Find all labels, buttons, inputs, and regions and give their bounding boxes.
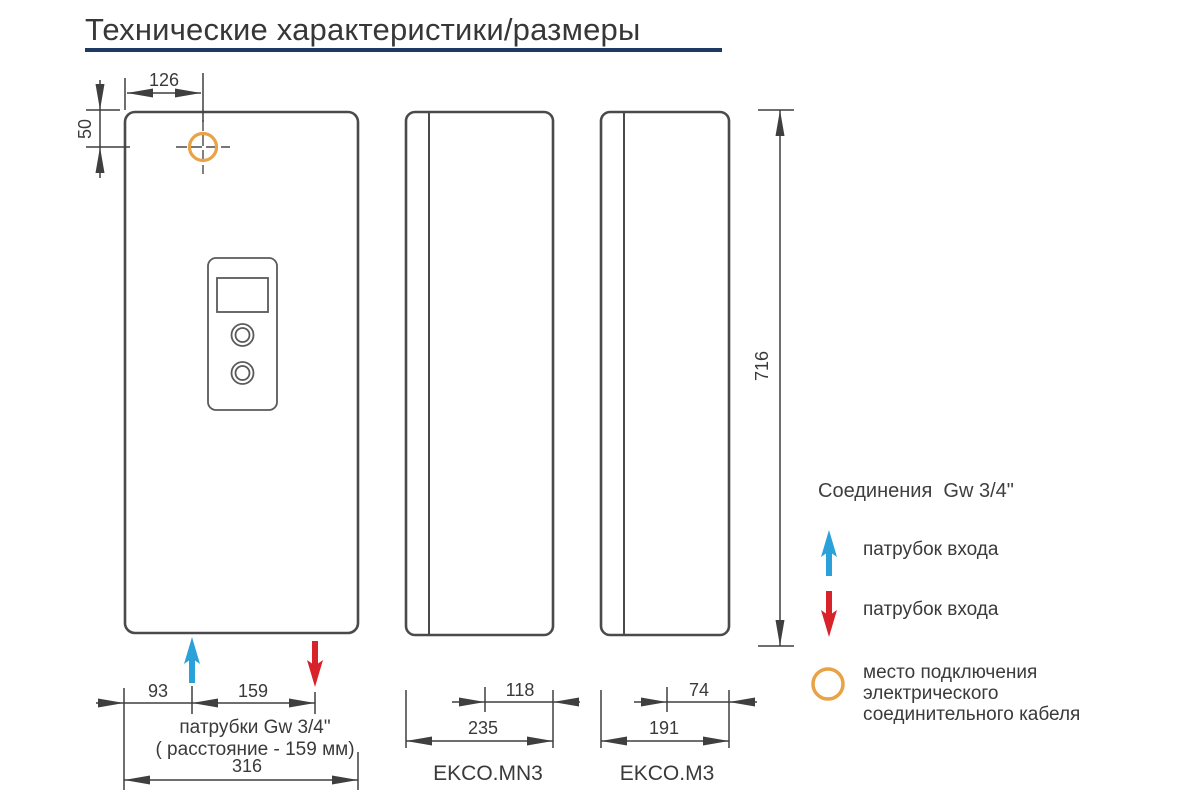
legend-outlet-arrow-icon	[821, 591, 837, 637]
dim-label-mn3-front: 118	[506, 680, 535, 700]
legend-cable-line1: место подключения	[863, 662, 1037, 683]
model-label-mn3: EKCO.MN3	[433, 762, 543, 785]
dim-label-height: 716	[752, 351, 772, 381]
legend-cable-line2: электрического	[863, 683, 998, 704]
side-view-m3: 74 191 EKCO.M3	[599, 110, 757, 785]
height-dimension: 716	[752, 109, 794, 647]
display	[216, 277, 269, 313]
dim-label-width: 316	[232, 756, 262, 776]
page-title: Технические характеристики/размеры	[85, 12, 641, 47]
dim-label-hole-x: 126	[149, 70, 179, 90]
button-lower-inner	[234, 365, 251, 381]
side-view-mn3-body	[404, 110, 555, 637]
dim-label-m3-depth: 191	[649, 718, 679, 738]
legend-outlet-label: патрубок входа	[863, 599, 999, 620]
pipes-note-line2: ( расстояние - 159 мм)	[155, 739, 354, 760]
front-view	[123, 110, 360, 687]
inlet-arrow-icon	[184, 637, 200, 683]
title-underline	[85, 48, 722, 52]
pipes-note-line1: патрубки Gw 3/4"	[179, 717, 330, 738]
dim-label-hole-y: 50	[75, 119, 95, 139]
side-view-m3-body	[599, 110, 731, 637]
legend-cable-circle-icon	[811, 667, 845, 701]
button-upper-inner	[234, 327, 251, 343]
legend-inlet-arrow-icon	[821, 530, 837, 576]
cable-connection-point-icon	[187, 131, 219, 163]
dim-label-pipe-spacing: 159	[238, 681, 268, 701]
model-label-m3: EKCO.M3	[620, 762, 715, 785]
outlet-arrow-icon	[307, 641, 323, 687]
dim-label-inlet-offset: 93	[148, 681, 168, 701]
side-view-mn3: 118 235 EKCO.MN3	[404, 110, 580, 785]
legend-heading: Соединения Gw 3/4"	[818, 480, 1014, 502]
legend-inlet-label: патрубок входа	[863, 539, 999, 560]
dim-label-m3-front: 74	[689, 680, 709, 700]
dim-label-mn3-depth: 235	[468, 718, 498, 738]
legend-cable-line3: соединительного кабеля	[863, 704, 1080, 725]
front-view-dimensions: 126 50 93 159 патрубки Gw 3/4" ( расстоя…	[75, 70, 359, 790]
legend: Соединения Gw 3/4" патрубок входа патруб…	[811, 480, 1080, 725]
